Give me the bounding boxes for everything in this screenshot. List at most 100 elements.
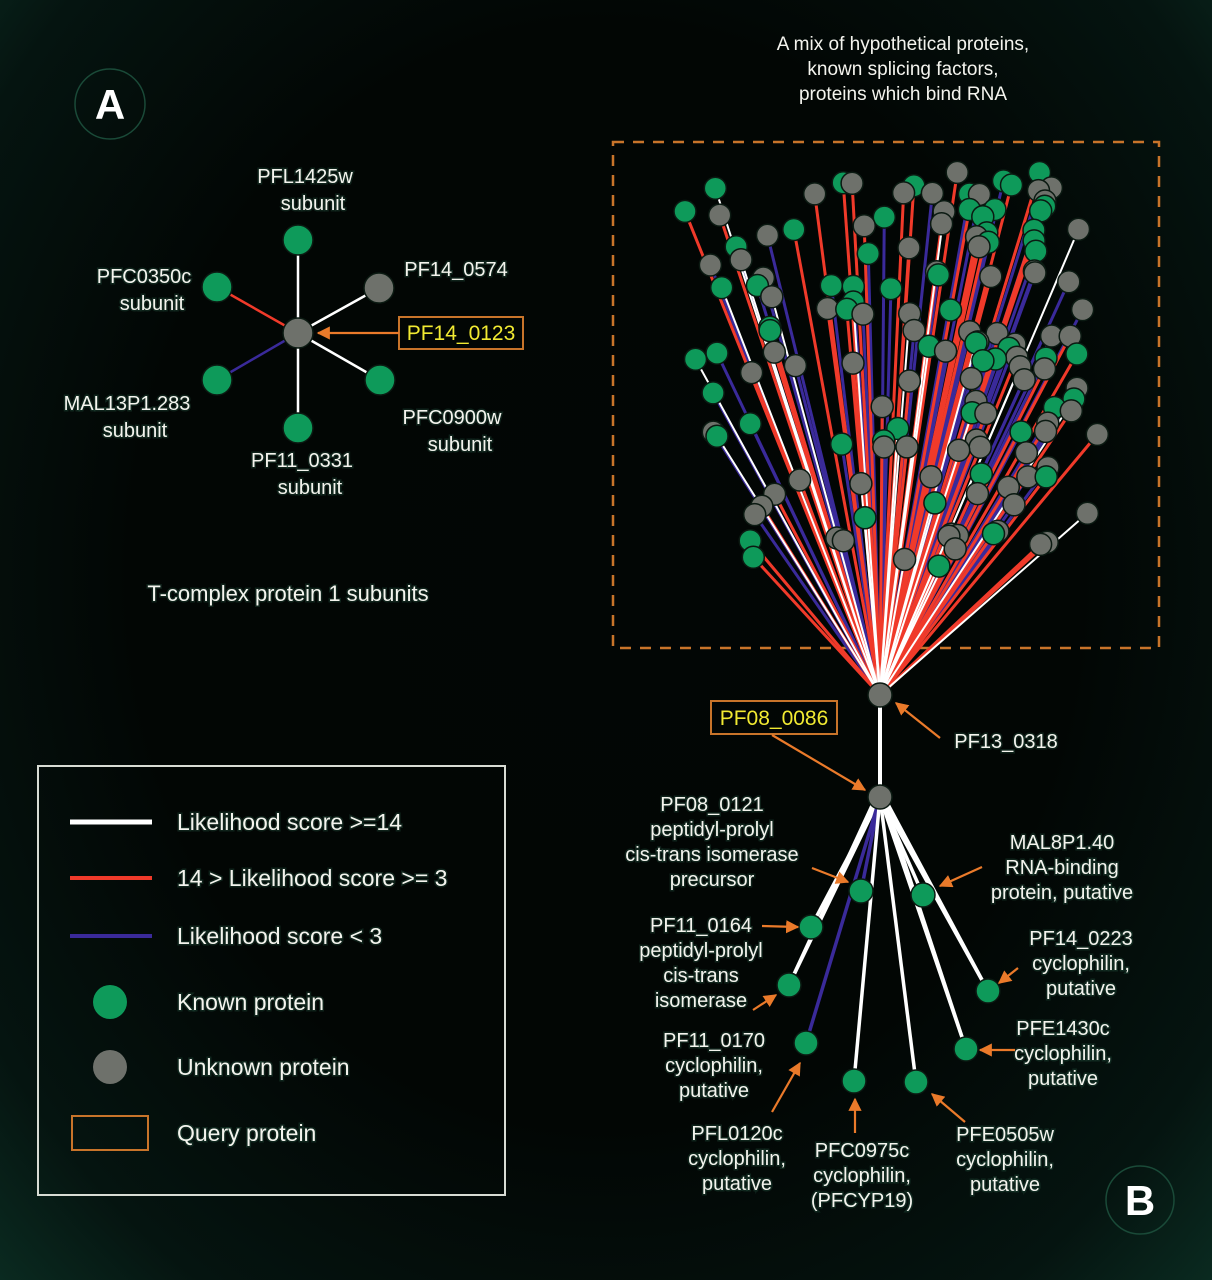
- legend-item-mid: 14 > Likelihood score >= 3: [70, 864, 449, 893]
- cluster-edge-mid: [878, 413, 988, 696]
- node-label: PF11_0164: [650, 915, 752, 937]
- cluster-unknown-node: [760, 284, 784, 309]
- node-pf14_0574: [363, 272, 395, 304]
- legend-label: Known protein: [177, 989, 324, 1015]
- cluster-edge-high: [879, 228, 1080, 696]
- query-node: [282, 317, 314, 349]
- hub-arrow: [894, 702, 941, 739]
- label-arrow: [811, 866, 850, 884]
- node-label: PFL1425w: [257, 166, 353, 188]
- cluster-known-node: [926, 263, 951, 287]
- cluster-known-node: [927, 554, 951, 578]
- cluster-edge-low: [748, 423, 882, 696]
- node-label: MAL13P1.283: [64, 393, 191, 415]
- cluster-known-node: [709, 275, 734, 300]
- cluster-unknown-node: [870, 394, 894, 419]
- cluster-caption-line: proteins which bind RNA: [799, 84, 1007, 105]
- cluster-known-node: [673, 199, 697, 224]
- node-label: PF11_0331: [251, 450, 353, 472]
- node-label: PFC0975c: [815, 1140, 910, 1162]
- node-description: putative: [1046, 978, 1116, 1000]
- cluster-known-node: [705, 424, 729, 448]
- query-label: PF08_0086: [720, 707, 829, 730]
- fan-edge-high: [881, 796, 968, 1050]
- legend-item-unknown: Unknown protein: [93, 1050, 351, 1084]
- node-label: PFE0505w: [956, 1124, 1054, 1146]
- legend-item-low: Likelihood score < 3: [70, 922, 384, 951]
- cluster-known-node: [701, 381, 725, 405]
- node-description: peptidyl-prolyl: [639, 940, 762, 962]
- cluster-unknown-node: [1002, 493, 1026, 517]
- cluster-caption: A mix of hypothetical proteins, known sp…: [777, 34, 1029, 105]
- edge-high: [297, 331, 381, 382]
- cluster-known-node: [683, 347, 708, 371]
- query-node: [867, 784, 893, 810]
- node-pfe1430c: [953, 1036, 979, 1062]
- cluster-known-node: [879, 276, 903, 301]
- node-description: cis-trans: [663, 965, 739, 987]
- label-arrow: [771, 1061, 801, 1113]
- node-description: RNA-binding: [1005, 857, 1118, 879]
- cluster-known-node: [969, 462, 994, 486]
- cluster-known-node: [981, 521, 1006, 546]
- node-pfe0505w: [903, 1069, 929, 1095]
- node-description: cyclophilin,: [688, 1148, 786, 1170]
- cluster-edge-high: [879, 502, 936, 696]
- cluster-unknown-node: [1028, 532, 1053, 557]
- node-description: subunit: [428, 434, 493, 456]
- cluster-unknown-node: [1023, 261, 1047, 285]
- node-pf11_0331: [282, 412, 314, 444]
- cluster-known-node: [1024, 239, 1048, 264]
- node-description: isomerase: [655, 990, 747, 1012]
- query-box: [710, 700, 838, 735]
- node-description: subunit: [278, 477, 343, 499]
- fan-edge-high: [787, 796, 878, 986]
- cluster-unknown-node: [943, 537, 967, 561]
- node-pf08_0121: [848, 878, 874, 904]
- node-description: putative: [702, 1173, 772, 1195]
- hub-label: PF13_0318: [954, 731, 1057, 753]
- node-label: PFC0350c: [97, 266, 192, 288]
- cluster-edge-mid: [878, 532, 995, 696]
- fan-edge-high: [852, 796, 882, 1082]
- node-description: (PFCYP19): [811, 1190, 913, 1212]
- cluster-unknown-node: [946, 438, 971, 462]
- cluster-unknown-node: [802, 182, 827, 206]
- panel-b-network: PF13_0318PF08_0086PF08_0121peptidyl-prol…: [624, 682, 1135, 1214]
- cluster-unknown-node: [1066, 217, 1091, 242]
- hub-node: [867, 682, 893, 708]
- cluster-known-node: [938, 298, 963, 322]
- cluster-unknown-node: [891, 181, 916, 205]
- cluster-unknown-node: [1057, 270, 1081, 294]
- fan-edge-high: [878, 796, 918, 1083]
- panel-b-badge: B: [1105, 1165, 1175, 1235]
- cluster-unknown-node: [920, 181, 945, 205]
- cluster-edge-mid: [878, 335, 1072, 696]
- label-arrow: [761, 920, 800, 934]
- node-description: subunit: [103, 420, 168, 442]
- cluster-unknown-node: [1033, 419, 1058, 444]
- cluster-edge-high: [716, 435, 881, 696]
- cluster-unknown-node: [902, 318, 926, 343]
- cluster-unknown-node: [783, 353, 808, 378]
- node-pfl1425w: [282, 224, 314, 256]
- panel-a-letter: A: [95, 81, 125, 128]
- cluster-edge-mid: [878, 543, 1042, 697]
- cluster-unknown-node: [707, 203, 732, 227]
- cluster-unknown-node: [897, 236, 921, 260]
- cluster-edge-mid: [878, 232, 989, 696]
- cluster-unknown-node: [929, 212, 954, 236]
- cluster-known-node: [1065, 342, 1089, 366]
- cluster-unknown-node: [851, 302, 875, 326]
- legend-swatch-box: [71, 1115, 149, 1151]
- legend-label: Likelihood score < 3: [177, 923, 382, 949]
- cluster-unknown-node: [852, 214, 876, 238]
- fan-edge-high: [882, 796, 990, 992]
- node-description: peptidyl-prolyl: [650, 819, 773, 841]
- node-description: subunit: [120, 293, 185, 315]
- cluster-known-node: [971, 349, 995, 373]
- node-label: PF11_0170: [663, 1030, 765, 1052]
